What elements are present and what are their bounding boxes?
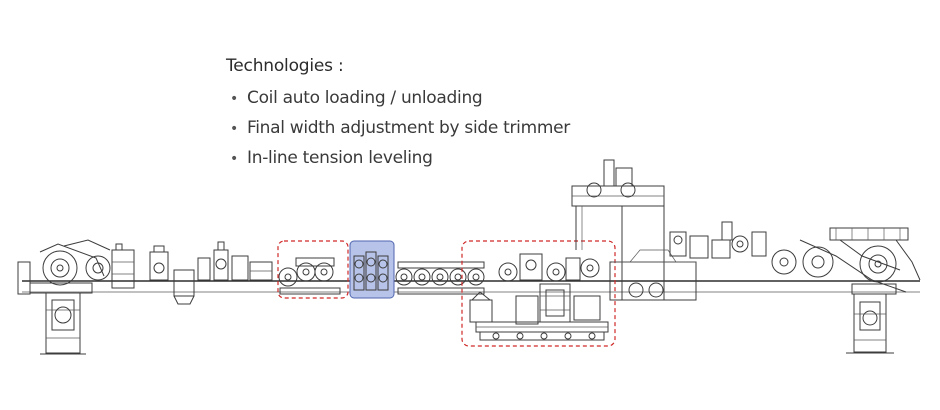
technology-item: • Coil auto loading / unloading xyxy=(230,86,570,116)
highlight-box-bridle xyxy=(277,240,349,299)
highlight-box-tension-leveler xyxy=(349,240,395,299)
entry-leveler-shear xyxy=(149,241,273,305)
process-line-diagram xyxy=(17,159,921,355)
technology-item: • Final width adjustment by side trimmer xyxy=(230,116,570,146)
exit-shear-group xyxy=(669,221,767,259)
technology-item-label: In-line tension leveling xyxy=(247,148,433,168)
strip-pass-line xyxy=(22,280,920,293)
tension-leveler xyxy=(353,251,389,291)
bullet-icon: • xyxy=(230,121,238,137)
technologies-list: • Coil auto loading / unloading • Final wi… xyxy=(230,86,570,176)
exit-looper-tower xyxy=(571,159,697,301)
bullet-icon: • xyxy=(230,91,238,107)
side-trimmer-group xyxy=(469,253,609,341)
bullet-icon: • xyxy=(230,151,238,167)
entry-payoff-section xyxy=(17,239,135,355)
highlight-box-side-trimmer xyxy=(461,240,616,347)
technology-item: • In-line tension leveling xyxy=(230,146,570,176)
technologies-heading: Technologies : xyxy=(226,56,344,76)
middle-bridle-rolls xyxy=(395,261,485,295)
technology-item-label: Final width adjustment by side trimmer xyxy=(247,118,570,138)
exit-recoiler-section xyxy=(771,227,921,354)
bridle-roll-group xyxy=(278,257,341,295)
technology-item-label: Coil auto loading / unloading xyxy=(247,88,483,108)
